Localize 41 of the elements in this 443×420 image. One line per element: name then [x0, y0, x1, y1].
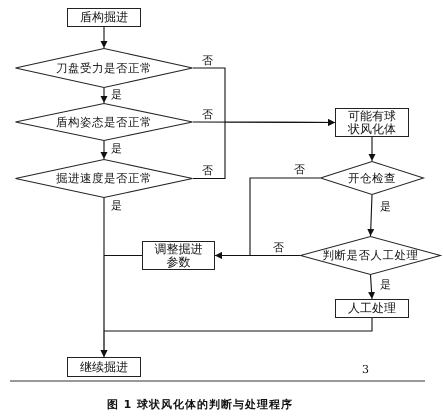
edge-label: 是	[379, 201, 392, 213]
edge-label: 是	[110, 143, 123, 155]
process-box	[67, 357, 141, 377]
decision-diamond	[15, 48, 193, 88]
arrow	[193, 118, 335, 180]
process-box	[335, 108, 409, 137]
process-box	[67, 8, 141, 27]
arrow	[368, 274, 376, 300]
process-box	[335, 299, 409, 318]
arrow	[367, 194, 374, 236]
edge-label: 是	[110, 200, 123, 212]
process-box	[142, 241, 215, 270]
edge-label: 否	[272, 242, 285, 254]
process-text: 继续掘进	[80, 360, 128, 374]
edge-label: 否	[201, 55, 214, 67]
process-text: 调整掘进参数	[154, 242, 204, 268]
arrow	[100, 141, 108, 159]
decision-text: 刀盘受力是否正常	[56, 62, 152, 74]
arrow	[215, 252, 300, 259]
decision-text: 判断是否人工处理	[322, 249, 418, 262]
decision-diamond	[15, 159, 193, 198]
process-text: 人工处理	[348, 302, 396, 315]
decision-diamond	[15, 103, 193, 141]
arrow	[100, 88, 108, 103]
edge-label: 是	[110, 89, 123, 101]
figure-caption: 图 1 球状风化体的判断与处理程序	[106, 397, 294, 412]
edge-label: 否	[201, 109, 214, 121]
process-text: 盾构掘进	[80, 11, 128, 24]
arrow	[368, 137, 376, 161]
decision-text: 盾构姿态是否正常	[56, 116, 152, 128]
edge-label: 否	[201, 165, 214, 177]
edge-label: 是	[379, 279, 392, 291]
decision-diamond	[300, 236, 441, 275]
arrow	[100, 27, 108, 48]
decision-diamond	[320, 161, 424, 195]
arrow	[100, 318, 373, 357]
process-text: 可能有球状风化体	[347, 110, 397, 136]
decision-text: 开仓检查	[348, 172, 396, 184]
edge-label: 否	[293, 164, 306, 176]
page-number: 3	[362, 364, 369, 376]
decision-text: 掘进速度是否正常	[56, 172, 152, 185]
